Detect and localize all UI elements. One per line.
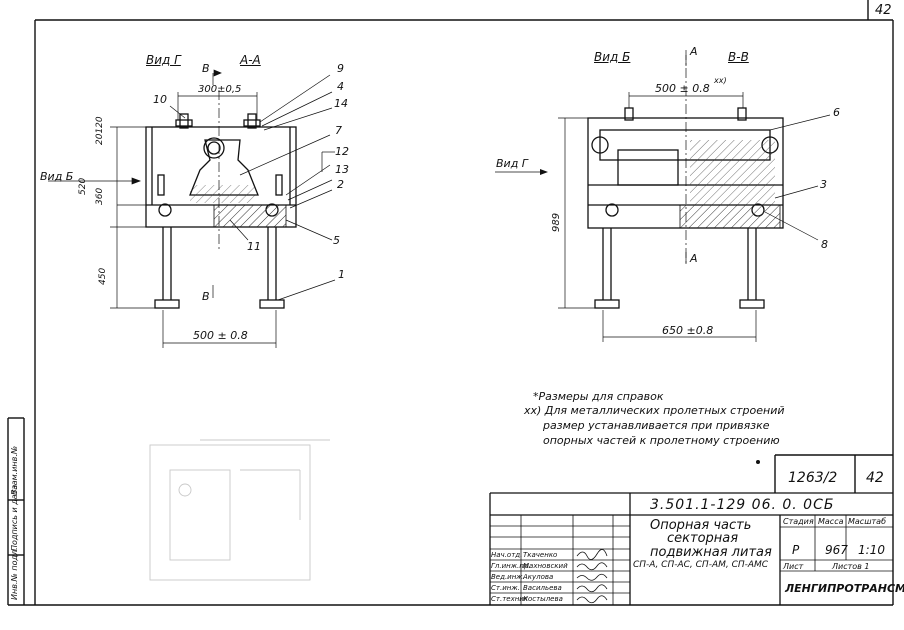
left-dim-bottom: 500 ± 0.8: [193, 329, 248, 342]
left-side-label-v3: 450: [98, 267, 108, 285]
callout-3: 3: [820, 178, 827, 191]
left-cut-letter-top: В: [202, 62, 210, 75]
callout-8: 8: [821, 238, 828, 251]
right-section-label: В-В: [728, 50, 749, 64]
name-2: Махновский: [523, 562, 568, 570]
organization: ЛЕНГИПРОТРАНСМОСТ: [785, 582, 904, 595]
left-side-label-v2: 360: [95, 187, 105, 205]
callout-12: 12: [335, 145, 349, 158]
name-3: Акулова: [523, 573, 554, 581]
role-4: Ст.инж.: [491, 584, 520, 592]
title-line-1: Опорная часть: [650, 518, 752, 533]
right-dim-top: 500 ± 0.8: [655, 82, 710, 95]
title-line-3: подвижная литая: [650, 545, 772, 560]
callout-2: 2: [337, 178, 344, 191]
left-section-label: А-А: [240, 53, 261, 67]
left-dim-top: 300±0,5: [198, 84, 242, 95]
callout-1: 1: [338, 268, 345, 281]
sheet-label: Лист: [783, 562, 804, 571]
role-1: Нач.отд.: [491, 551, 523, 559]
value-scale: 1:10: [858, 543, 885, 557]
value-stage: Р: [792, 543, 800, 557]
sidebar-label-1: Инв.№ подл.: [10, 547, 19, 600]
left-view-name: Вид Г: [146, 53, 181, 67]
name-4: Васильева: [523, 584, 562, 592]
doc-code: 3.501.1-129 06. 0. 0СБ: [650, 497, 835, 513]
callout-4: 4: [337, 80, 344, 93]
right-side-label: 989: [551, 212, 562, 232]
note-line-4: опорных частей к пролетному строению: [543, 434, 780, 447]
col-stage: Стадия: [783, 517, 814, 526]
left-cut-letter-bottom: В: [202, 290, 210, 303]
title-line-2: секторная: [667, 531, 739, 546]
role-3: Вед.инж.: [491, 573, 525, 581]
col-scale: Масштаб: [848, 517, 887, 526]
left-view-arrow-label: Вид Б: [40, 170, 74, 183]
callout-7: 7: [335, 124, 342, 137]
title-line-4: СП-А, СП-АС, СП-АМ, СП-АМС: [633, 560, 769, 570]
page-corner-number: 42: [875, 3, 892, 18]
stamp-sheet-number: 42: [866, 470, 884, 486]
callout-5: 5: [333, 234, 340, 247]
role-2: Гл.инж.пр.: [491, 562, 531, 570]
note-line-1: *Размеры для справок: [533, 390, 664, 403]
right-view-arrow-label: Вид Г: [496, 157, 528, 170]
sheets-label: Листов 1: [832, 562, 870, 571]
right-dim-bottom: 650 ±0.8: [662, 324, 714, 337]
callout-6: 6: [833, 106, 840, 119]
name-1: Ткаченко: [523, 551, 558, 559]
name-5: Костылева: [523, 595, 563, 603]
right-dim-top-note: xx): [714, 76, 727, 85]
note-line-3: размер устанавливается при привязке: [543, 419, 770, 432]
right-view-name: Вид Б: [594, 50, 631, 64]
callout-14: 14: [334, 97, 348, 110]
right-cut-letter-bottom: А: [690, 252, 698, 265]
left-side-label-v4: 520: [78, 177, 88, 195]
callout-9: 9: [337, 62, 344, 75]
stamp-drawing-no: 1263/2: [788, 470, 838, 486]
col-mass: Масса: [818, 517, 844, 526]
callout-11: 11: [247, 240, 261, 253]
value-mass: 967: [825, 543, 848, 557]
role-5: Ст.техник: [491, 595, 529, 603]
note-line-2: xx) Для металлических пролетных строений: [524, 404, 785, 417]
callout-10: 10: [153, 93, 167, 106]
sidebar-label-3: Взам.инв.№: [10, 445, 19, 495]
callout-13: 13: [335, 163, 349, 176]
left-side-label-v1: 20120: [95, 116, 105, 145]
right-cut-letter-top: А: [690, 45, 698, 58]
